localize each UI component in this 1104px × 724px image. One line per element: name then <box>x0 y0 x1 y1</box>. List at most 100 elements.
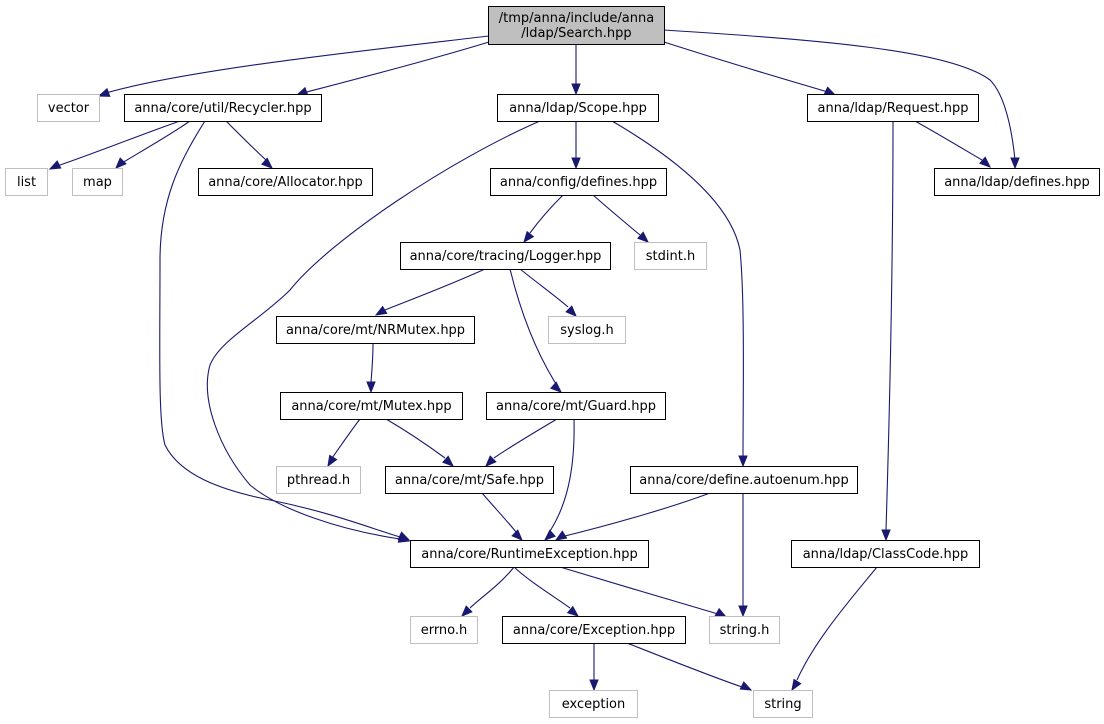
node-runtime[interactable]: anna/core/RuntimeException.hpp <box>410 540 649 568</box>
edge-request-to-ldapdefines <box>914 120 992 168</box>
node-autoenum[interactable]: anna/core/define.autoenum.hpp <box>630 466 858 494</box>
node-nrmutex[interactable]: anna/core/mt/NRMutex.hpp <box>276 316 475 344</box>
node-mutex[interactable]: anna/core/mt/Mutex.hpp <box>280 392 463 420</box>
node-label: list <box>17 175 36 190</box>
edge-line <box>513 566 571 609</box>
node-label: anna/core/util/Recycler.hpp <box>134 101 311 116</box>
node-ldapdefines[interactable]: anna/ldap/defines.hpp <box>934 168 1100 196</box>
node-box <box>791 540 980 568</box>
node-box <box>124 94 322 122</box>
edge-line <box>298 41 490 95</box>
arrowhead-icon <box>550 381 563 393</box>
node-box <box>934 168 1100 196</box>
arrowhead-icon <box>589 679 599 692</box>
edge-cfgdefines-to-stdint <box>592 194 650 243</box>
edge-request-to-classcode <box>881 120 894 542</box>
node-label: anna/core/mt/Safe.hpp <box>395 473 544 488</box>
node-label: anna/core/RuntimeException.hpp <box>421 547 637 562</box>
edge-line <box>592 194 641 236</box>
node-classcode[interactable]: anna/ldap/ClassCode.hpp <box>791 540 980 568</box>
node-label: anna/core/mt/Guard.hpp <box>496 399 656 414</box>
edge-recycler-to-map <box>115 120 191 169</box>
node-safe[interactable]: anna/core/mt/Safe.hpp <box>385 466 554 494</box>
node-allocator[interactable]: anna/core/Allocator.hpp <box>198 168 373 196</box>
edge-logger-to-guard <box>509 268 563 393</box>
node-exception_hpp[interactable]: anna/core/Exception.hpp <box>502 616 686 644</box>
edge-line <box>559 566 719 615</box>
node-cfgdefines[interactable]: anna/config/defines.hpp <box>490 168 667 196</box>
node-label: stdint.h <box>646 249 695 264</box>
nodes-layer: /tmp/anna/include/anna/ldap/Search.hpp ve… <box>5 6 1100 718</box>
arrowhead-icon <box>397 533 411 543</box>
node-label: /ldap/Search.hpp <box>521 26 631 41</box>
edge-runtime-to-stringh <box>559 566 728 618</box>
edge-line <box>914 120 983 161</box>
node-request[interactable]: anna/ldap/Request.hpp <box>807 94 979 122</box>
edge-line <box>611 120 744 457</box>
node-box <box>385 466 554 494</box>
node-box <box>502 616 686 644</box>
node-recycler[interactable]: anna/core/util/Recycler.hpp <box>124 94 322 122</box>
edge-exception_hpp-to-exception <box>589 643 599 692</box>
arrowhead-icon <box>374 305 388 316</box>
edges-layer <box>48 29 1020 692</box>
edge-mutex-to-pthread <box>327 418 361 468</box>
node-label: anna/config/defines.hpp <box>500 175 657 190</box>
arrowhead-icon <box>823 86 837 96</box>
edge-logger-to-nrmutex <box>374 268 486 316</box>
node-pthread: pthread.h <box>276 466 361 494</box>
arrowhead-icon <box>791 678 802 692</box>
arrowhead-icon <box>48 160 62 170</box>
node-box <box>5 168 48 196</box>
edge-mutex-to-safe <box>385 418 455 467</box>
edge-autoenum-to-runtime <box>554 492 711 541</box>
edge-recycler-to-list <box>48 120 181 170</box>
edge-safe-to-runtime <box>481 492 523 541</box>
edge-line <box>385 418 446 459</box>
node-list: list <box>5 168 48 196</box>
edge-line <box>159 120 401 538</box>
node-box <box>400 242 611 270</box>
node-label: errno.h <box>421 623 468 638</box>
node-guard[interactable]: anna/core/mt/Guard.hpp <box>486 392 666 420</box>
node-scope[interactable]: anna/ldap/Scope.hpp <box>497 94 659 122</box>
node-syslog: syslog.h <box>548 316 626 344</box>
arrowhead-icon <box>714 607 728 618</box>
arrowhead-icon <box>115 157 127 169</box>
node-stdint: stdint.h <box>634 242 707 270</box>
node-label: anna/ldap/defines.hpp <box>944 175 1090 190</box>
node-label: map <box>83 175 112 190</box>
edge-autoenum-to-stringh <box>738 493 748 618</box>
arrowhead-icon <box>366 381 376 394</box>
node-errno: errno.h <box>410 616 478 644</box>
node-logger[interactable]: anna/core/tracing/Logger.hpp <box>400 242 611 270</box>
edge-cfgdefines-to-logger <box>523 194 564 244</box>
node-box <box>410 616 478 644</box>
arrowhead-icon <box>485 455 497 467</box>
arrowhead-icon <box>571 157 581 170</box>
edge-line <box>529 194 564 234</box>
node-vector: vector <box>37 94 100 122</box>
node-label: vector <box>48 101 90 116</box>
edge-line <box>370 342 374 383</box>
node-search[interactable]: /tmp/anna/include/anna/ldap/Search.hpp <box>488 6 665 45</box>
edge-search-to-scope <box>571 44 581 96</box>
edge-recycler-to-allocator <box>225 120 274 169</box>
arrowhead-icon <box>511 529 523 541</box>
edge-line <box>206 120 541 540</box>
node-box <box>548 316 626 344</box>
node-box <box>486 392 666 420</box>
edge-logger-to-syslog <box>519 268 577 317</box>
node-box <box>488 6 665 45</box>
arrowhead-icon <box>1010 157 1020 170</box>
arrowhead-icon <box>571 83 581 96</box>
arrowhead-icon <box>566 605 580 617</box>
node-box <box>72 168 123 196</box>
arrowhead-icon <box>637 231 650 243</box>
edge-line <box>98 35 490 96</box>
edge-classcode-to-string <box>791 566 878 692</box>
edge-line <box>469 566 515 609</box>
node-box <box>280 392 463 420</box>
node-box <box>497 94 659 122</box>
